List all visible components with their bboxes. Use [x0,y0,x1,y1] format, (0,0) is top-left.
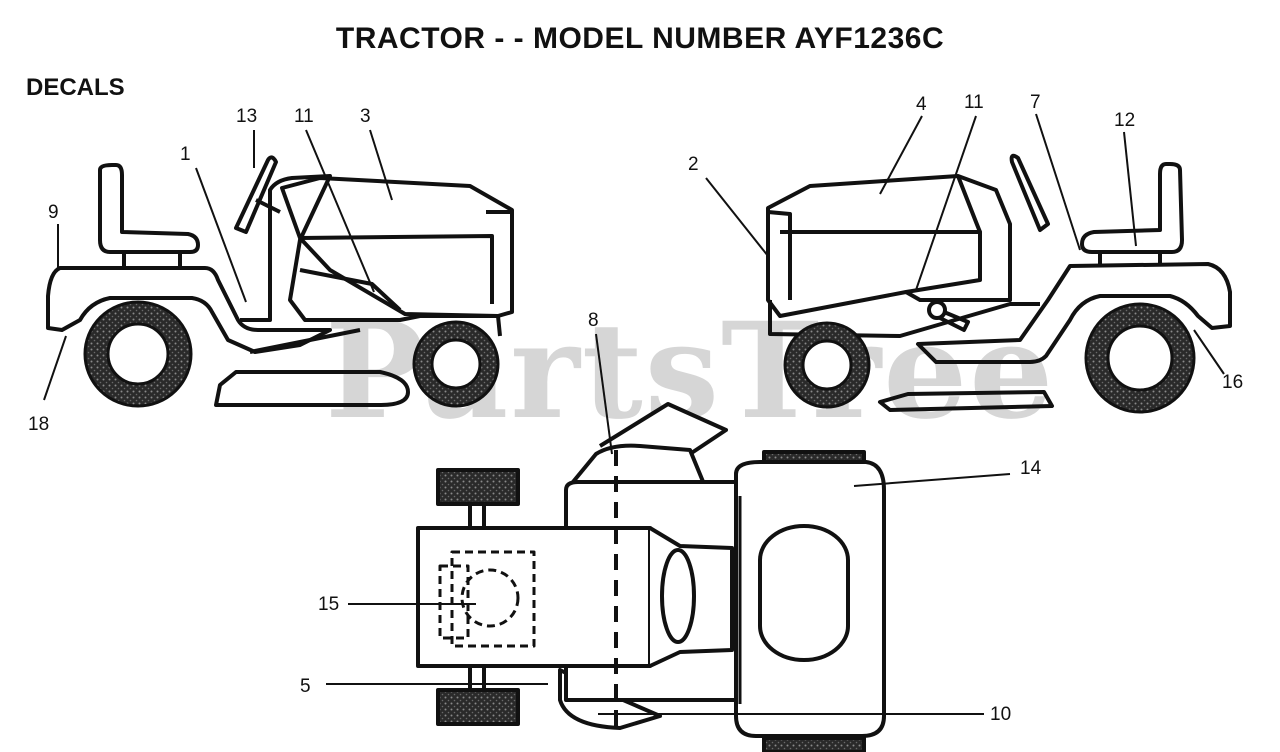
left-rear-fender [46,266,332,354]
tractor-right-view [766,153,1232,412]
right-steering-wheel [1009,153,1050,232]
callout-5: 5 [300,676,311,697]
callout-11-right: 11 [964,92,984,113]
left-seat [98,163,200,254]
callout-12: 12 [1114,110,1135,131]
callout-8: 8 [588,310,599,331]
left-hood [280,176,514,318]
callout-18: 18 [28,414,49,435]
right-mower-deck [878,390,1054,412]
callout-11-left: 11 [294,106,314,127]
page-title: TRACTOR - - MODEL NUMBER AYF1236C [335,22,945,55]
callout-16: 16 [1222,372,1243,393]
callout-4: 4 [916,94,927,115]
callout-10: 10 [990,704,1011,725]
tractor-left-view [46,155,514,407]
callout-2: 2 [688,154,699,175]
top-discharge-chute [598,402,728,456]
tractor-top-view [416,402,886,752]
callout-13: 13 [236,106,257,127]
callout-3: 3 [360,106,371,127]
leader-lines [43,113,1225,715]
right-hood [766,174,1012,318]
decal-15-outline [450,550,536,648]
right-chassis [768,300,1040,338]
top-rear-tire-upper [436,468,520,506]
callout-14: 14 [1020,458,1042,479]
right-lever-knob [927,300,947,320]
top-rear-tire-lower [436,688,520,726]
callout-9: 9 [48,202,59,223]
right-seat [1080,162,1184,254]
right-rear-fender [916,262,1232,364]
left-chassis [240,174,502,337]
callout-15: 15 [318,594,339,615]
left-mower-deck [214,370,410,407]
section-label: DECALS [26,74,125,101]
left-steering-wheel [234,155,278,234]
callout-1: 1 [180,144,191,165]
top-front-tire-lower [762,736,866,752]
callout-7: 7 [1030,92,1041,113]
